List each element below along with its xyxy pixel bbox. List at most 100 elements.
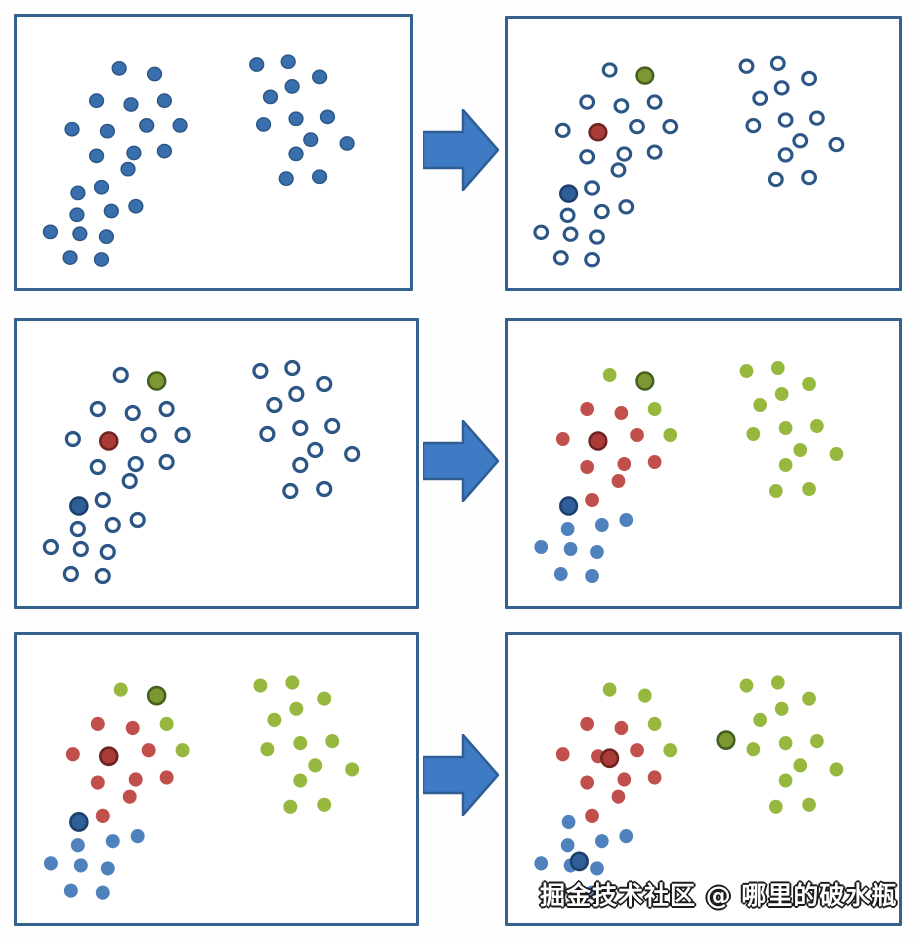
blue-cluster-point [70,838,85,853]
solid-blue-point [111,60,127,76]
red-cluster-point [580,775,595,790]
red-cluster-point [159,770,174,785]
green-cluster-point [663,743,678,758]
hollow-point [284,359,301,377]
hollow-point [828,136,845,153]
blue-cluster-point [100,861,115,876]
hollow-point [344,445,361,463]
panel-assigned-clusters-repeat [14,632,419,926]
solid-blue-point [262,89,279,105]
blue-cluster-point [560,522,575,536]
green-cluster-point [739,678,754,693]
green-cluster-point [753,712,768,727]
solid-blue-point [103,203,119,219]
blue-cluster-point [619,513,634,527]
solid-blue-point [98,229,115,245]
red-cluster-point [128,772,143,787]
hollow-point [808,110,825,126]
blue-cluster-point [560,838,575,853]
solid-blue-point [123,97,139,112]
hollow-point [121,472,138,490]
hollow-point [767,171,784,188]
hollow-point [745,118,762,134]
red-centroid [98,431,119,451]
hollow-point [613,98,630,114]
green-cluster-point [308,758,323,773]
hollow-point [646,144,663,160]
blue-cluster-point [585,885,599,900]
hollow-point [140,426,157,444]
solid-blue-point [311,69,328,85]
green-cluster-point [810,419,824,433]
panel-raw-data [14,14,413,291]
green-cluster-point [768,484,783,498]
green-cluster-point [829,762,844,777]
blue-cluster-point [594,834,609,849]
red-cluster-point [585,493,599,507]
scatter-plot-initial-centroids-repeat [42,359,361,585]
green-cluster-point [774,387,789,401]
hollow-point [99,543,116,561]
hollow-point [589,229,605,245]
hollow-point [292,456,309,474]
solid-blue-point [288,111,304,127]
blue-cluster-point [553,883,568,898]
green-cluster-point [283,799,298,814]
green-cluster-point [802,691,816,706]
hollow-point [579,94,596,110]
blue-cluster-point [130,829,145,844]
solid-blue-point [69,207,85,223]
hollow-point [42,538,59,556]
solid-blue-point [93,252,110,267]
green-cluster-point [802,482,816,496]
hollow-point [89,458,106,476]
green-centroid [635,66,655,85]
hollow-point [777,112,794,128]
panel-initial-centroids-repeat [14,318,419,609]
solid-blue-point [255,117,272,132]
blue-cluster-point [585,569,599,583]
blue-cluster-point [561,814,576,830]
red-cluster-point [647,455,662,469]
hollow-point [618,199,635,215]
green-cluster-point [602,682,617,697]
arrow-right-icon [423,734,499,816]
red-cluster-point [141,743,156,758]
hollow-point [266,396,283,414]
red-cluster-point [617,772,632,787]
green-cluster-point [317,691,332,706]
red-cluster-point [614,406,629,420]
solid-blue-point [156,93,172,109]
red-cluster-point [580,716,595,731]
solid-blue-point [93,179,110,195]
green-cluster-point [802,377,816,391]
red-cluster-point [630,743,644,758]
blue-cluster-point [73,858,88,873]
green-cluster-point [802,797,816,812]
hollow-point [259,425,276,443]
red-cluster-point [555,432,570,446]
hollow-point [282,482,299,500]
green-cluster-point [638,688,652,703]
hollow-point [562,226,579,242]
red-cluster-point [122,789,137,804]
hollow-point [64,430,81,448]
green-cluster-point [293,736,308,751]
hollow-point [94,491,111,509]
red-cluster-point [617,457,632,471]
green-centroid [146,371,167,391]
hollow-point [533,224,550,240]
green-cluster-point [793,758,808,773]
red-cluster-point [647,770,662,785]
green-cluster-point [774,701,789,716]
blue-cluster-point [594,518,609,532]
arrow-right-icon [423,420,499,502]
solid-blue-point [284,79,300,94]
green-cluster-point [793,443,808,457]
blue-cluster-point [534,540,549,554]
blue-centroid [569,851,589,872]
panel-initial-centroids [505,16,902,291]
hollow-point [129,511,146,529]
green-cluster-point [768,799,783,814]
solid-blue-point [288,146,304,162]
